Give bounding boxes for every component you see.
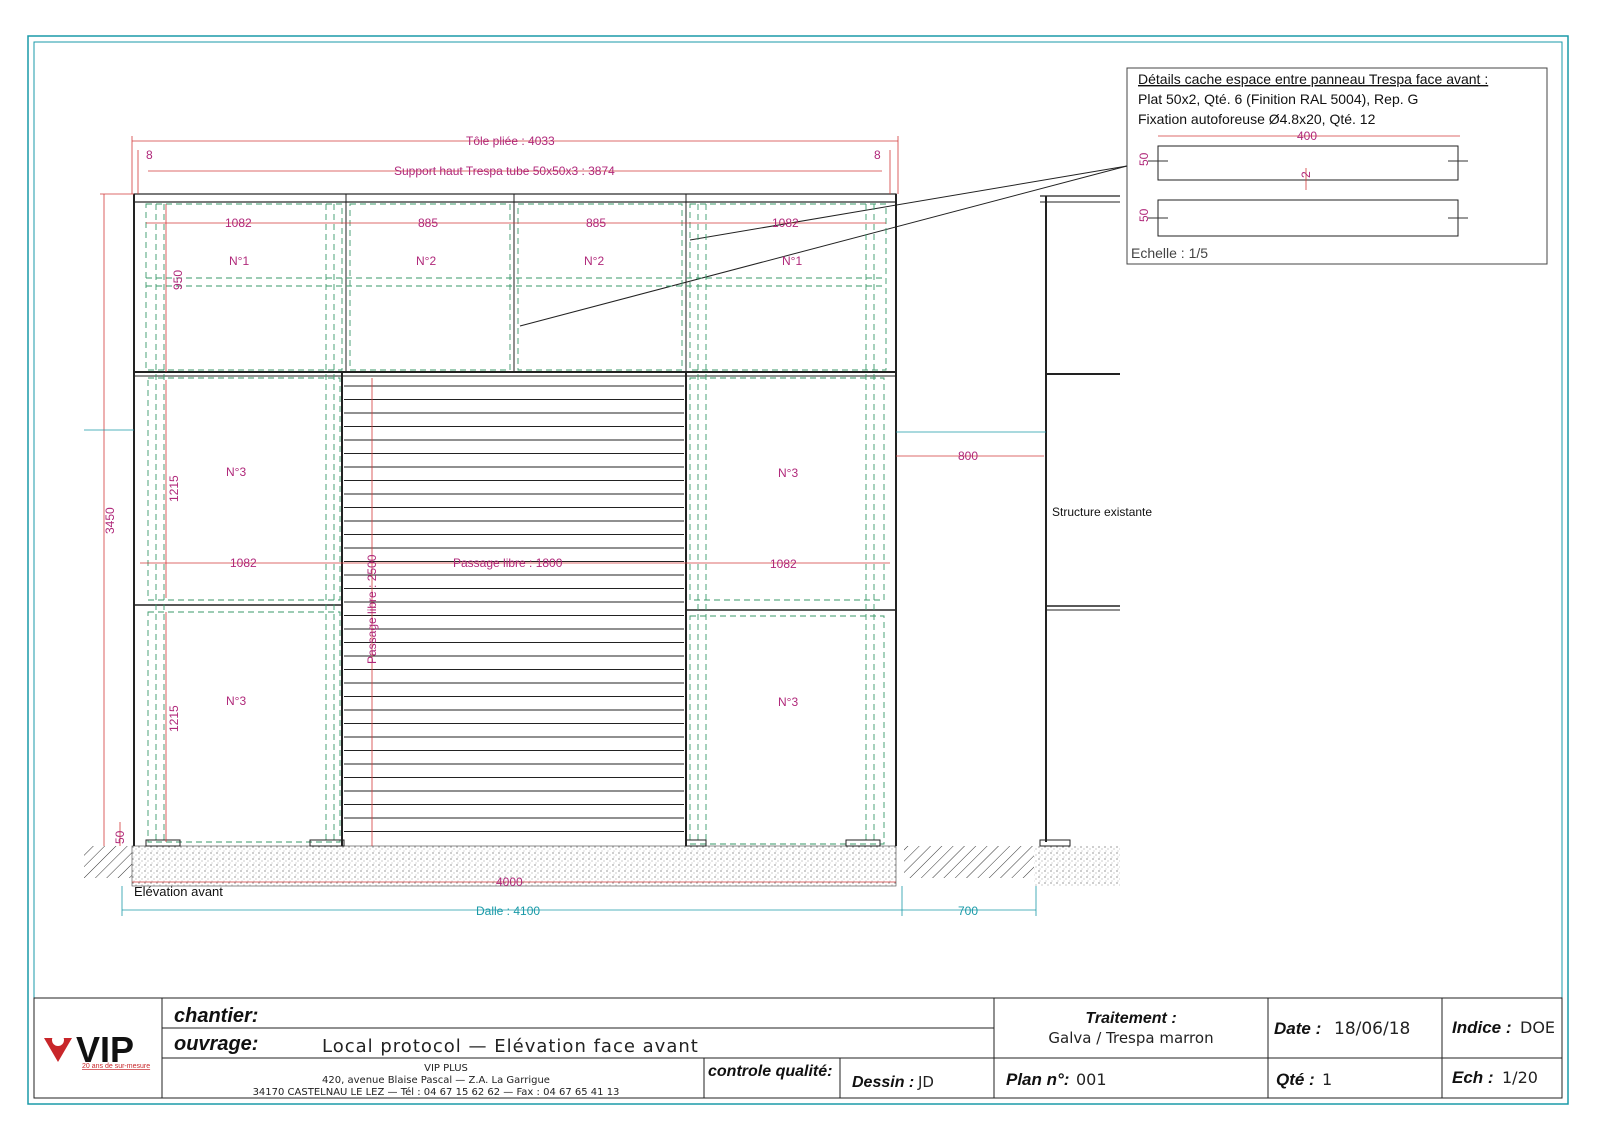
leader-line-2: [519, 165, 1128, 327]
dessin-value: JD: [917, 1073, 934, 1091]
indice-value: DOE: [1520, 1018, 1555, 1037]
dim-tole-pliee: Tôle pliée : 4033: [466, 134, 555, 148]
panel-upper-2: N°2: [416, 254, 436, 268]
ouvrage-label: ouvrage:: [174, 1033, 258, 1055]
dim-total-height: 3450: [103, 507, 117, 534]
dim-passage-width: Passage libre : 1800: [453, 556, 563, 570]
plan-label: Plan n°:: [1006, 1070, 1069, 1089]
sheet-border-outer: [27, 35, 1569, 1105]
traitement-value: Galva / Trespa marron: [1048, 1029, 1213, 1047]
elevation-main: Structure existante Tôle pliée : 4033 Su…: [84, 134, 1152, 918]
logo-text: VIP: [76, 1029, 134, 1070]
ground-hatch-right: [904, 846, 1034, 878]
detail-box: Détails cache espace entre panneau Tresp…: [1126, 67, 1548, 265]
chantier-label: chantier:: [174, 1005, 258, 1027]
detail-dim-400: 400: [1297, 129, 1317, 143]
detail-dim-50a: 50: [1137, 152, 1151, 166]
date-label: Date :: [1274, 1019, 1321, 1038]
company-address2: 34170 CASTELNAU LE LEZ — Tél : 04 67 15 …: [253, 1086, 620, 1098]
dessin-label: Dessin :: [852, 1074, 914, 1091]
detail-scale: Echelle : 1/5: [1131, 245, 1208, 261]
dim-offset-left: 8: [146, 148, 153, 162]
leader-line-1: [689, 165, 1128, 241]
plan-value: 001: [1076, 1070, 1107, 1089]
detail-dim-50b: 50: [1137, 208, 1151, 222]
panel-low-left: N°3: [226, 694, 246, 708]
panel-upper-1: N°1: [229, 254, 249, 268]
dim-offset-right: 8: [874, 148, 881, 162]
detail-line1: Plat 50x2, Qté. 6 (Finition RAL 5004), R…: [1138, 91, 1418, 107]
dim-upper-1: 1082: [225, 216, 252, 230]
panel-upper-4: N°1: [782, 254, 802, 268]
company-name: VIP PLUS: [424, 1063, 468, 1074]
roller-shutter: [344, 385, 684, 832]
detail-title: Détails cache espace entre panneau Tresp…: [1138, 71, 1488, 87]
dim-passage-height: Passage libre : 2500: [365, 554, 379, 664]
ground-gravel-right: [1034, 846, 1120, 886]
qte-label: Qté :: [1276, 1070, 1315, 1089]
dim-support: Support haut Trespa tube 50x50x3 : 3874: [394, 164, 615, 178]
ech-value: 1/20: [1502, 1068, 1538, 1087]
dim-mid-height: 1215: [167, 475, 181, 502]
date-value: 18/06/18: [1334, 1019, 1410, 1039]
detail-dim-2: 2: [1299, 171, 1313, 178]
dim-upper-3: 885: [586, 216, 606, 230]
dim-dalle: Dalle : 4100: [476, 904, 540, 918]
view-title: Elévation avant: [134, 884, 223, 899]
slab: [131, 845, 897, 887]
dim-upper-4: 1082: [772, 216, 799, 230]
panel-outlines: [145, 203, 887, 845]
company-address1: 420, avenue Blaise Pascal — Z.A. La Garr…: [322, 1075, 550, 1086]
title-block: [33, 997, 1563, 1099]
vip-logo: VIP 20 ans de sur-mesure: [44, 1029, 150, 1070]
dim-700: 700: [958, 904, 978, 918]
dim-side-right: 1082: [770, 557, 797, 571]
ground-hatch-left: [84, 846, 132, 878]
traitement-label: Traitement :: [1085, 1010, 1176, 1027]
dim-low-height: 1215: [167, 705, 181, 732]
dim-upper-2: 885: [418, 216, 438, 230]
dim-side-left: 1082: [230, 556, 257, 570]
qte-value: 1: [1322, 1070, 1332, 1089]
panel-mid-left: N°3: [226, 465, 246, 479]
dim-gap-right: 800: [958, 449, 978, 463]
panel-mid-right: N°3: [778, 466, 798, 480]
ouvrage-value: Local protocol — Elévation face avant: [322, 1036, 699, 1057]
controle-label: controle qualité:: [708, 1063, 832, 1080]
dim-base-height: 50: [113, 830, 127, 844]
ech-label: Ech :: [1452, 1068, 1494, 1087]
existing-structure-label: Structure existante: [1052, 505, 1152, 519]
panel-upper-3: N°2: [584, 254, 604, 268]
detail-line2: Fixation autoforeuse Ø4.8x20, Qté. 12: [1138, 111, 1376, 127]
panel-low-right: N°3: [778, 695, 798, 709]
dim-width-4000: 4000: [496, 875, 523, 889]
indice-label: Indice :: [1452, 1018, 1512, 1037]
dim-upper-height: 950: [171, 270, 185, 290]
logo-tagline: 20 ans de sur-mesure: [82, 1063, 150, 1070]
